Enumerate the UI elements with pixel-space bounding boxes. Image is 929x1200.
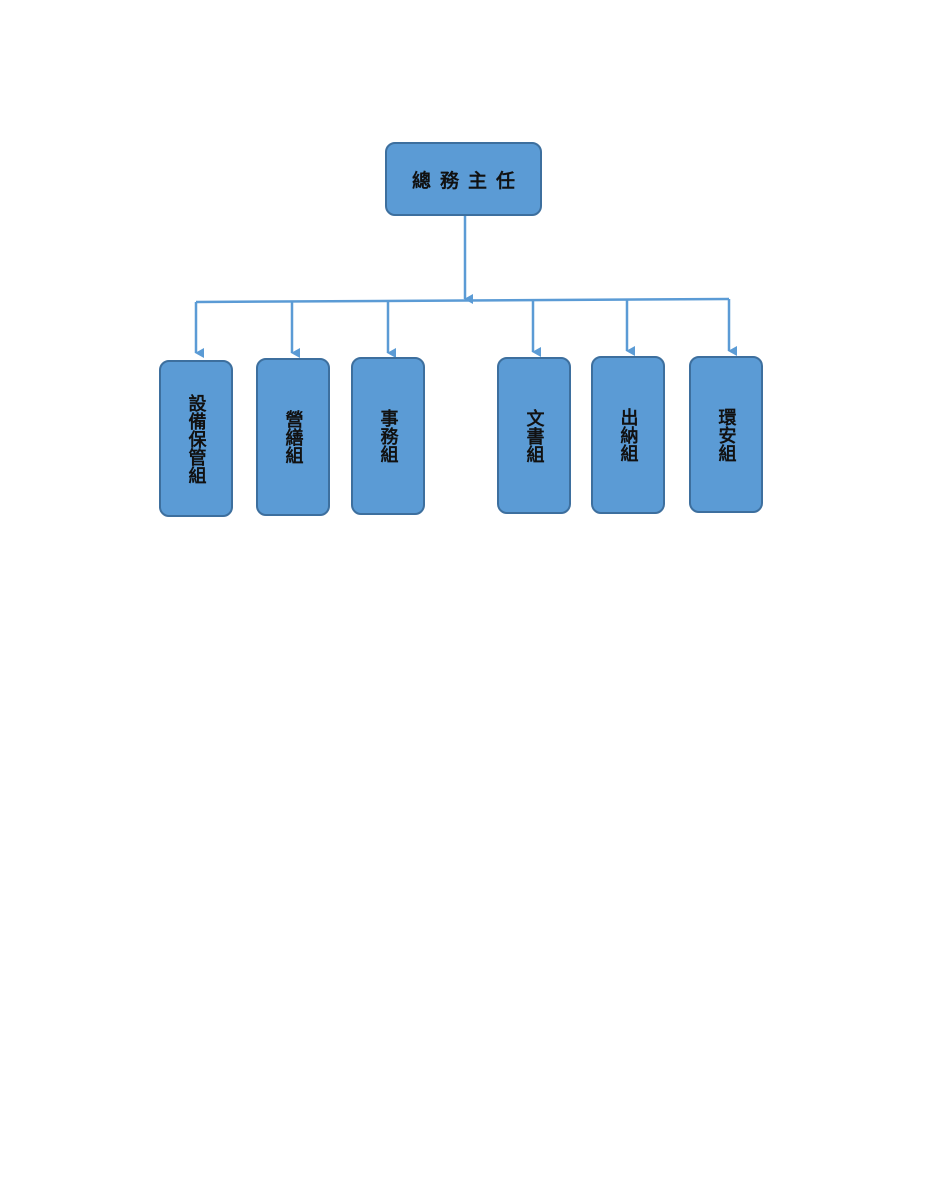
unit-node-label: 設備保管組	[185, 393, 207, 484]
unit-node-construction-maintenance: 營繕組	[256, 358, 330, 516]
unit-node-documents: 文書組	[497, 357, 571, 514]
unit-node-label: 營繕組	[282, 410, 304, 464]
unit-node-environment-safety: 環安組	[689, 356, 763, 513]
horizontal-bus-connector	[195, 297, 730, 304]
unit-node-label: 事務組	[377, 409, 399, 463]
root-node-label: 總務主任	[411, 169, 524, 192]
unit-node-equipment-custody: 設備保管組	[159, 360, 233, 517]
unit-node-label: 文書組	[523, 408, 545, 463]
unit-node-label: 環安組	[715, 407, 737, 462]
root-node-general-affairs-director: 總務主任	[385, 142, 542, 216]
unit-node-label: 出納組	[617, 408, 639, 462]
unit-node-general-affairs: 事務組	[351, 357, 425, 515]
unit-node-cashier: 出納組	[591, 356, 665, 514]
